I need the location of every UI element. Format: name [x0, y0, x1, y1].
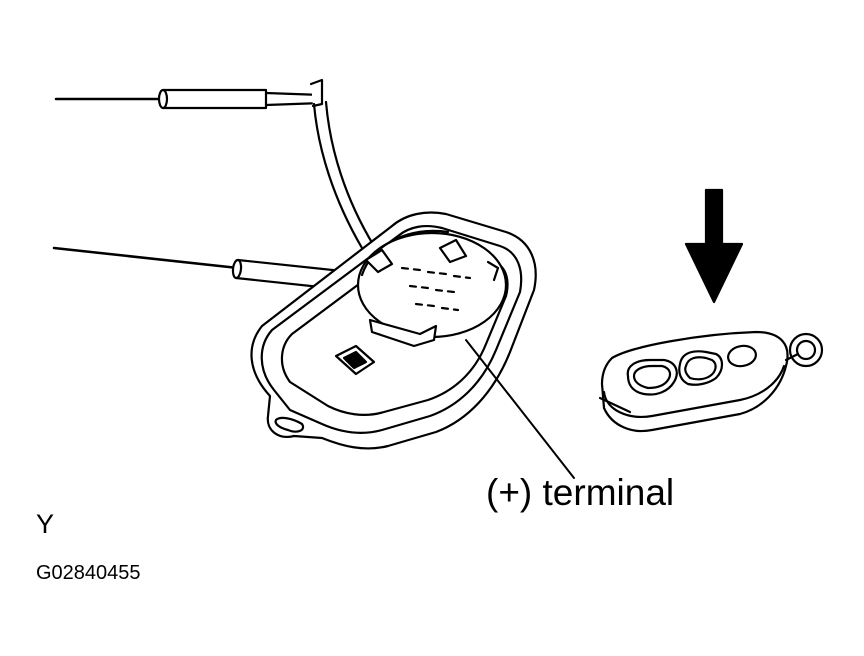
down-arrow-icon: [684, 188, 744, 304]
upper-tester-probe: [54, 78, 324, 110]
figure-code: G02840455: [36, 562, 141, 584]
coin-battery: [356, 229, 508, 348]
key-fob-assembled: [598, 330, 824, 433]
figure-letter: Y: [36, 509, 55, 539]
tester-wire: [312, 100, 376, 250]
lower-tester-probe: [52, 246, 398, 293]
terminal-leader-line: [465, 339, 575, 479]
terminal-label: (+) terminal: [486, 472, 675, 513]
